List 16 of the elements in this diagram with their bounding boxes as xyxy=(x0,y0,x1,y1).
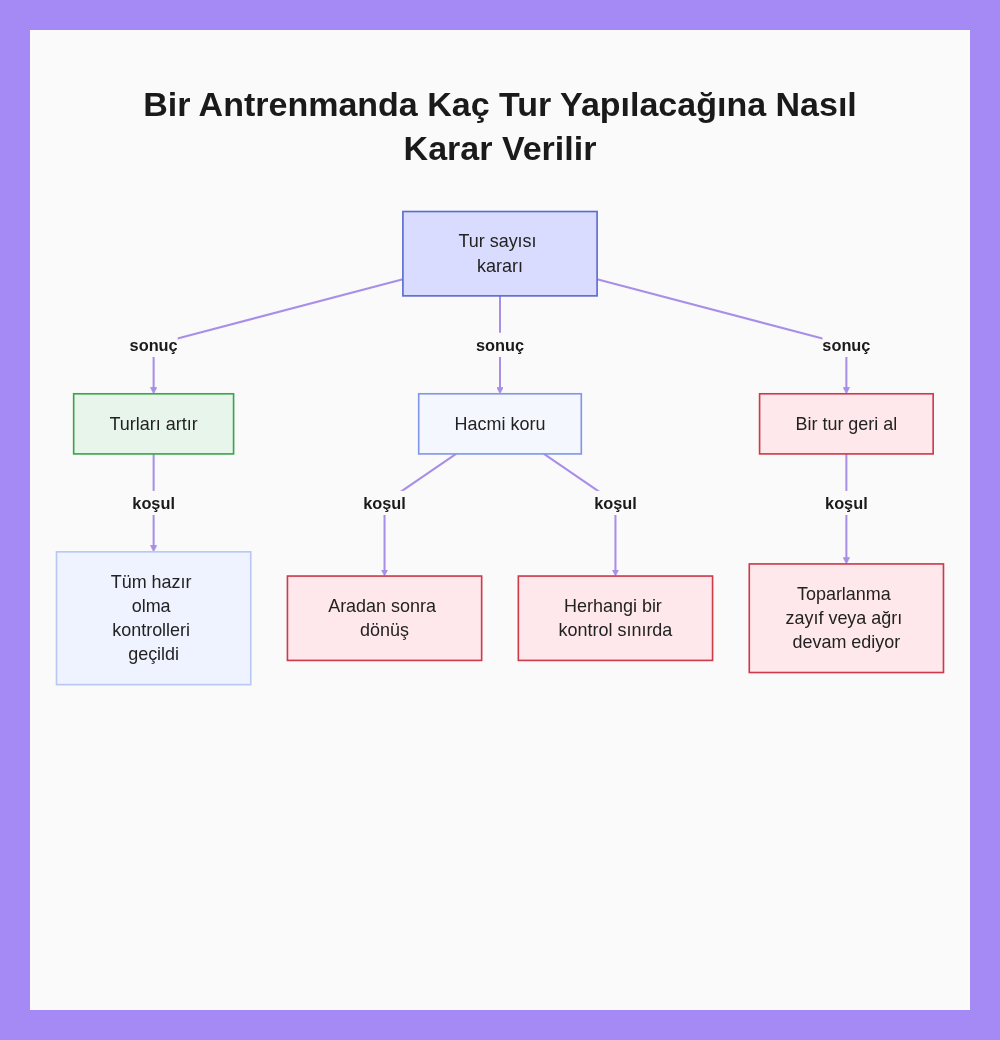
node-box: Bir tur geri al xyxy=(758,392,934,455)
node-box: Tüm hazır olma kontrolleri geçildi xyxy=(55,551,252,686)
edge-label: sonuç xyxy=(129,335,178,354)
edge-label: koşul xyxy=(825,493,868,512)
edge-label: sonuç xyxy=(475,335,525,354)
edge-label: sonuç xyxy=(822,335,871,354)
edge-label: koşul xyxy=(363,493,406,512)
diagram-title: Bir Antrenmanda Kaç Tur Yapılacağına Nasıl Karar Verilir xyxy=(142,84,858,170)
edge-label: koşul xyxy=(132,493,175,512)
node-box: Hacmi koru xyxy=(417,392,583,455)
node-box: Herhangi bir kontrol sınırda xyxy=(517,575,714,662)
node-box: Tur sayısı kararı xyxy=(402,210,598,297)
node-box: Turları artır xyxy=(72,392,235,455)
node-box: Toparlanma zayıf veya ağrı devam ediyor xyxy=(748,563,945,674)
node-box: Aradan sonra dönüş xyxy=(286,575,483,662)
edge-label: koşul xyxy=(594,493,637,512)
